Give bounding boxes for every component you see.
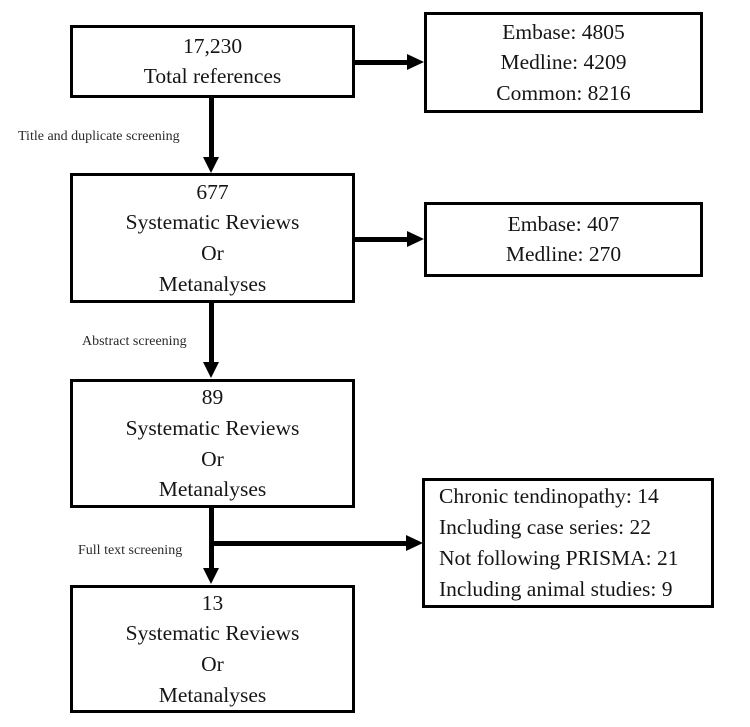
box-after-title-duplicate-screening: 677 Systematic Reviews Or Metanalyses [70, 173, 355, 303]
box-line: Including animal studies: 9 [439, 576, 673, 601]
box-line: Embase: 4805 [502, 19, 625, 44]
box-line: Medline: 4209 [500, 50, 627, 75]
box-line: Metanalyses [158, 477, 267, 502]
box-line: Including case series: 22 [439, 515, 651, 540]
box-line: Medline: 270 [505, 241, 622, 266]
box-source-counts-initial: Embase: 4805 Medline: 4209 Common: 8216 [424, 12, 703, 113]
box-line: Total references [143, 63, 282, 88]
box-line: 89 [201, 385, 224, 410]
box-line: 17,230 [182, 34, 243, 59]
box-line: 677 [196, 179, 229, 204]
box-line: 13 [201, 590, 224, 615]
box-line: Not following PRISMA: 21 [439, 546, 679, 570]
label-title-duplicate-screening: Title and duplicate screening [18, 129, 180, 144]
box-total-references: 17,230 Total references [70, 25, 355, 98]
box-full-text-exclusion-reasons: Chronic tendinopathy: 14 Including case … [422, 478, 714, 608]
box-line: Embase: 407 [507, 212, 620, 237]
box-line: Or [201, 241, 224, 265]
box-line: Or [201, 652, 224, 676]
box-source-counts-after-title-screening: Embase: 407 Medline: 270 [424, 202, 703, 277]
label-full-text-screening: Full text screening [78, 543, 183, 558]
box-line: Systematic Reviews [125, 621, 300, 646]
label-abstract-screening: Abstract screening [82, 334, 187, 349]
box-after-abstract-screening: 89 Systematic Reviews Or Metanalyses [70, 379, 355, 508]
box-line: Systematic Reviews [125, 415, 300, 440]
box-line: Systematic Reviews [125, 210, 300, 235]
box-after-full-text-screening: 13 Systematic Reviews Or Metanalyses [70, 585, 355, 713]
box-line: Metanalyses [158, 682, 267, 707]
box-line: Metanalyses [158, 271, 267, 296]
box-line: Or [201, 446, 224, 471]
box-line: Chronic tendinopathy: 14 [439, 484, 659, 509]
box-line: Common: 8216 [496, 80, 631, 105]
